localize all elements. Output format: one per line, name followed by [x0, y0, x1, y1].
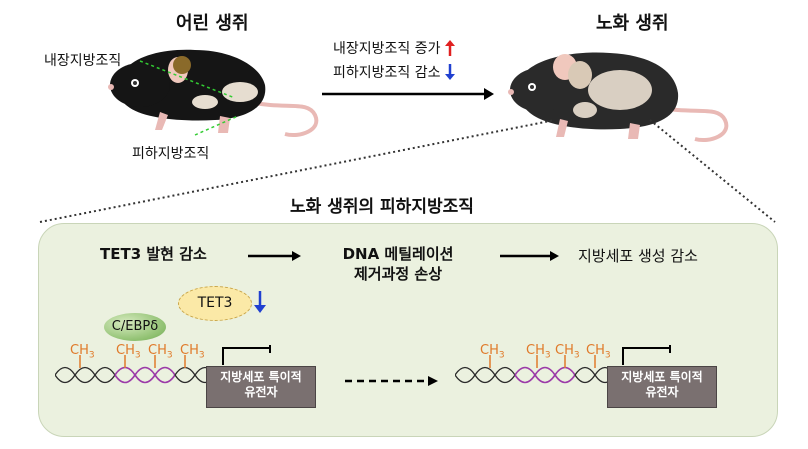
step2-line1: DNA 메틸레이션 [342, 245, 454, 263]
dna-left [55, 355, 215, 384]
subcutaneous-decrease-text: 피하지방조직 감소 [333, 65, 441, 81]
step-adipogenesis-decrease: 지방세포 생성 감소 [578, 247, 698, 265]
step2-line2: 제거과정 손상 [353, 265, 443, 283]
aged-mouse-title: 노화 생쥐 [596, 13, 669, 34]
subcutaneous-fat-label: 피하지방조직 [132, 146, 210, 162]
gene-label-line2: 유전자 [645, 385, 679, 399]
methyl-group: CH3 [180, 343, 205, 361]
step-tet3-decrease: TET3 발현 감소 [100, 245, 207, 263]
young-mouse-illustration [108, 49, 319, 137]
visceral-increase-text: 내장지방조직 증가 [333, 41, 441, 57]
promoter-bracket-left [222, 345, 271, 365]
visceral-fat-increase: 내장지방조직 증가 [333, 38, 455, 58]
promoter-bracket-right [622, 345, 671, 365]
tet3-protein: TET3 [178, 286, 252, 321]
step-demethylation-impaired: DNA 메틸레이션 제거과정 손상 [328, 244, 468, 284]
cebp-delta-protein: C/EBPδ [104, 313, 166, 341]
methyl-group: CH3 [148, 343, 173, 361]
adipocyte-specific-gene-right: 지방세포 특이적 유전자 [607, 366, 717, 408]
gene-label-line2: 유전자 [244, 385, 278, 399]
visceral-fat-label: 내장지방조직 [44, 53, 122, 69]
dna-right [455, 355, 615, 384]
methyl-group: CH3 [116, 343, 141, 361]
gene-label-line1: 지방세포 특이적 [220, 370, 302, 384]
panel-title: 노화 생쥐의 피하지방조직 [290, 197, 474, 217]
young-mouse-title: 어린 생쥐 [176, 13, 249, 34]
methyl-group: CH3 [555, 343, 580, 361]
methyl-group: CH3 [70, 343, 95, 361]
methyl-group: CH3 [586, 343, 611, 361]
adipocyte-specific-gene-left: 지방세포 특이적 유전자 [206, 366, 316, 408]
methyl-group: CH3 [526, 343, 551, 361]
subcutaneous-fat-decrease: 피하지방조직 감소 [333, 62, 455, 82]
methyl-group: CH3 [480, 343, 505, 361]
red-up-arrow-icon [444, 40, 455, 56]
blue-down-arrow-icon [444, 64, 455, 80]
tet3-down-arrow-icon [254, 291, 266, 313]
gene-label-line1: 지방세포 특이적 [621, 370, 703, 384]
aged-mouse-illustration [508, 52, 729, 142]
